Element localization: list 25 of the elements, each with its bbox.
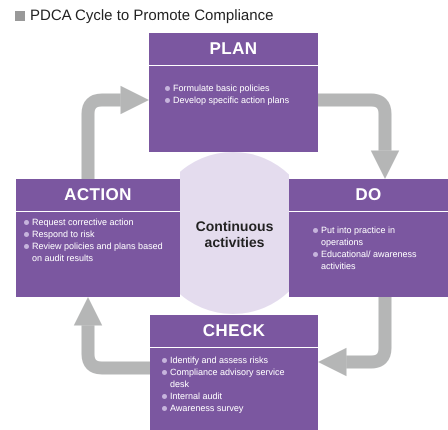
stage-box	[150, 315, 318, 430]
stage-heading: DO	[355, 184, 382, 206]
bullet-text: Formulate basic policies	[173, 82, 271, 94]
bullet-text: Review policies and plans based on audit results	[32, 240, 164, 264]
bullet-text: Request corrective action	[32, 216, 135, 228]
bullet-text: Develop specific action plans	[173, 94, 290, 106]
stage-heading: ACTION	[64, 184, 132, 206]
bullet-text: Put into practice in operations	[321, 224, 396, 248]
stage-box	[289, 179, 448, 297]
cycle-arrow	[74, 297, 150, 374]
bullet-text: Respond to risk	[32, 228, 96, 240]
cycle-arrow	[82, 86, 149, 179]
bullet-text: Compliance advisory service desk	[170, 366, 286, 390]
bullet-text: Identify and assess risks	[170, 354, 270, 366]
cycle-arrow	[318, 94, 400, 179]
bullet-text: Internal audit	[170, 390, 224, 402]
stage-heading: CHECK	[202, 320, 266, 342]
stage-heading: PLAN	[210, 38, 258, 60]
center-text: Continuous activities	[194, 218, 274, 250]
bullet-text: Awareness survey	[170, 402, 244, 414]
stage-box	[149, 33, 318, 152]
cycle-arrow	[318, 297, 392, 376]
stage-box	[16, 179, 180, 297]
bullet-text: Educational/ awareness activities	[321, 248, 418, 272]
title: PDCA Cycle to Promote Compliance	[30, 6, 274, 26]
